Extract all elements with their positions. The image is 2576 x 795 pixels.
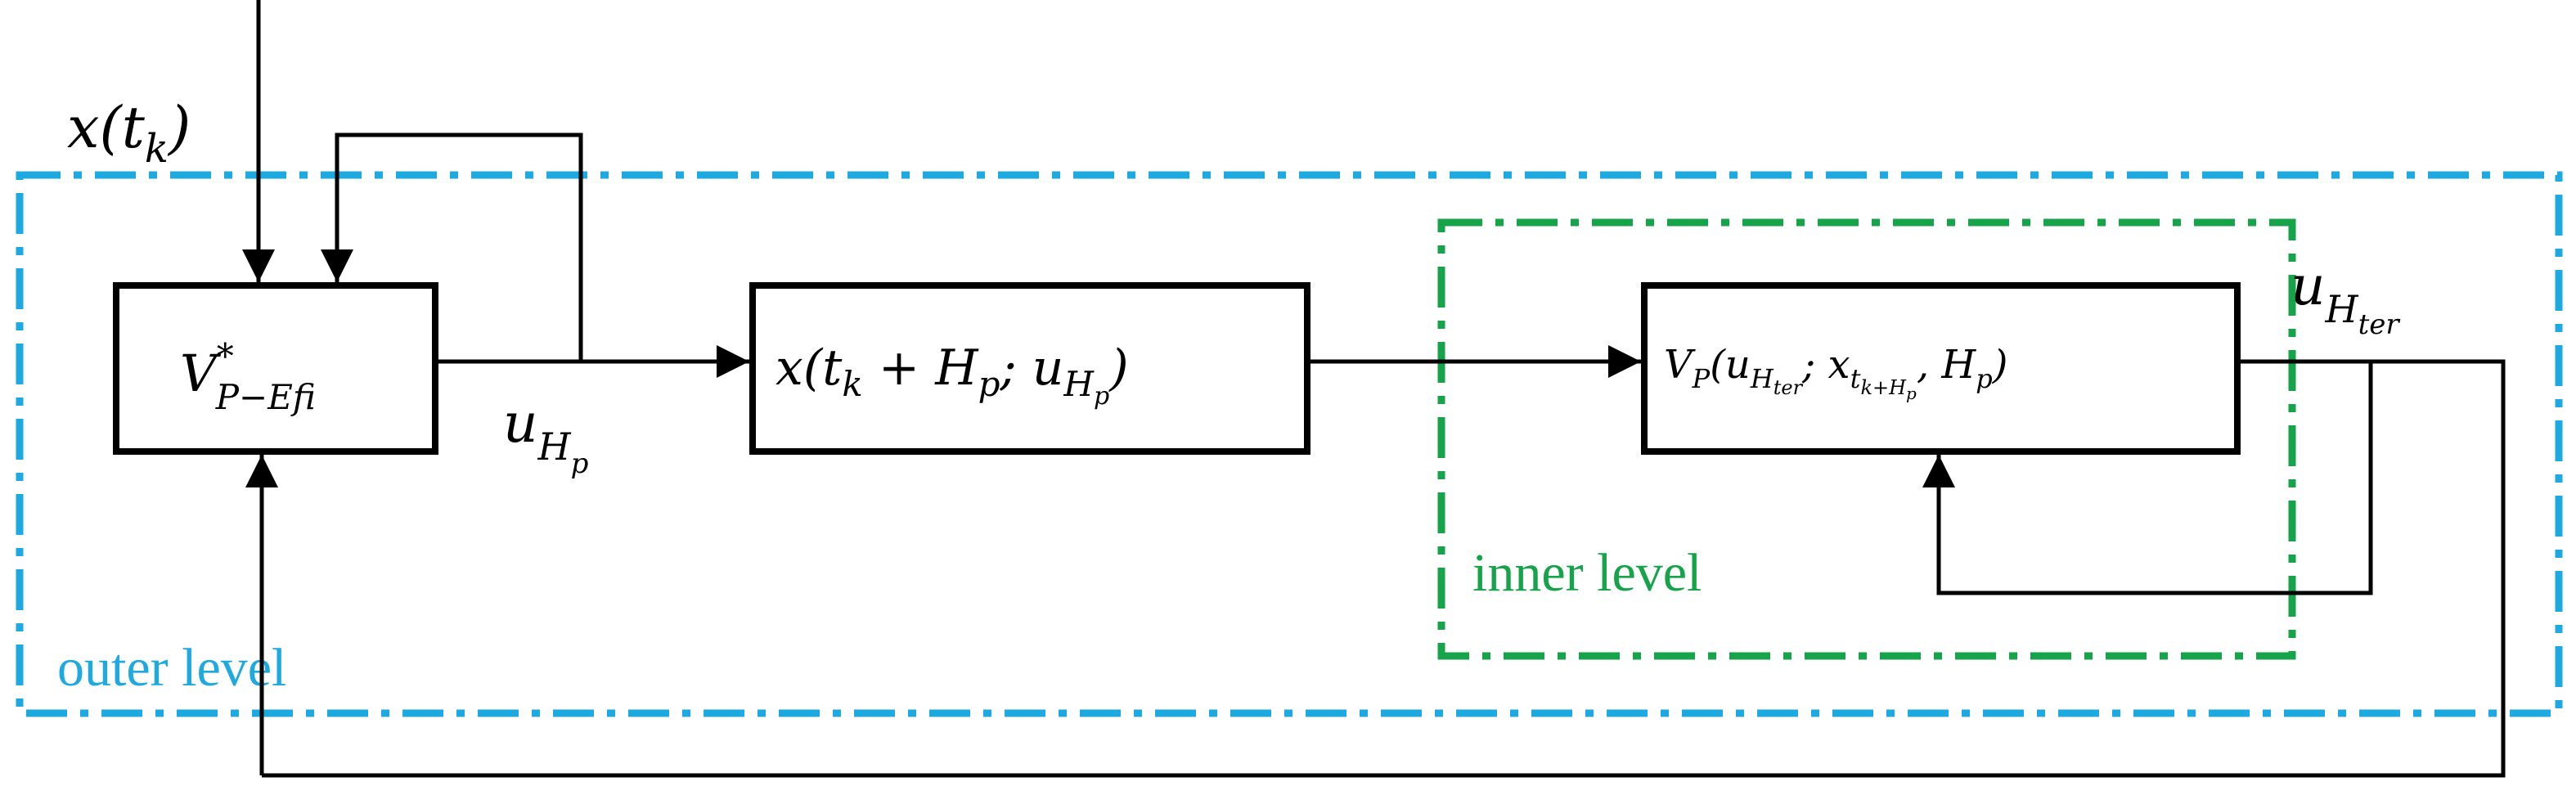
vp-inner-label: VP(uHter; xtk+Hp, Hp) [1664,342,2007,403]
prediction-label: x(tk + Hp; uHp) [775,339,1129,411]
vp-efi-block [113,282,438,455]
prediction-block [749,282,1310,455]
uhp-feedback-line [321,132,583,362]
inner-level-label: inner level [1472,543,1702,603]
uhter-label: uHter [2291,254,2400,341]
inner-level-frame [1437,218,2296,660]
state-input-label: x(tk) [67,94,191,172]
uhter-inner-feedback-line [1922,362,2373,595]
vp-inner-block [1641,282,2241,455]
outer-level-label: outer level [57,638,286,698]
uhp-label: uHp [503,392,588,480]
vp-efi-label: V*P−Efi [180,336,316,417]
outer-level-frame [16,171,2563,717]
